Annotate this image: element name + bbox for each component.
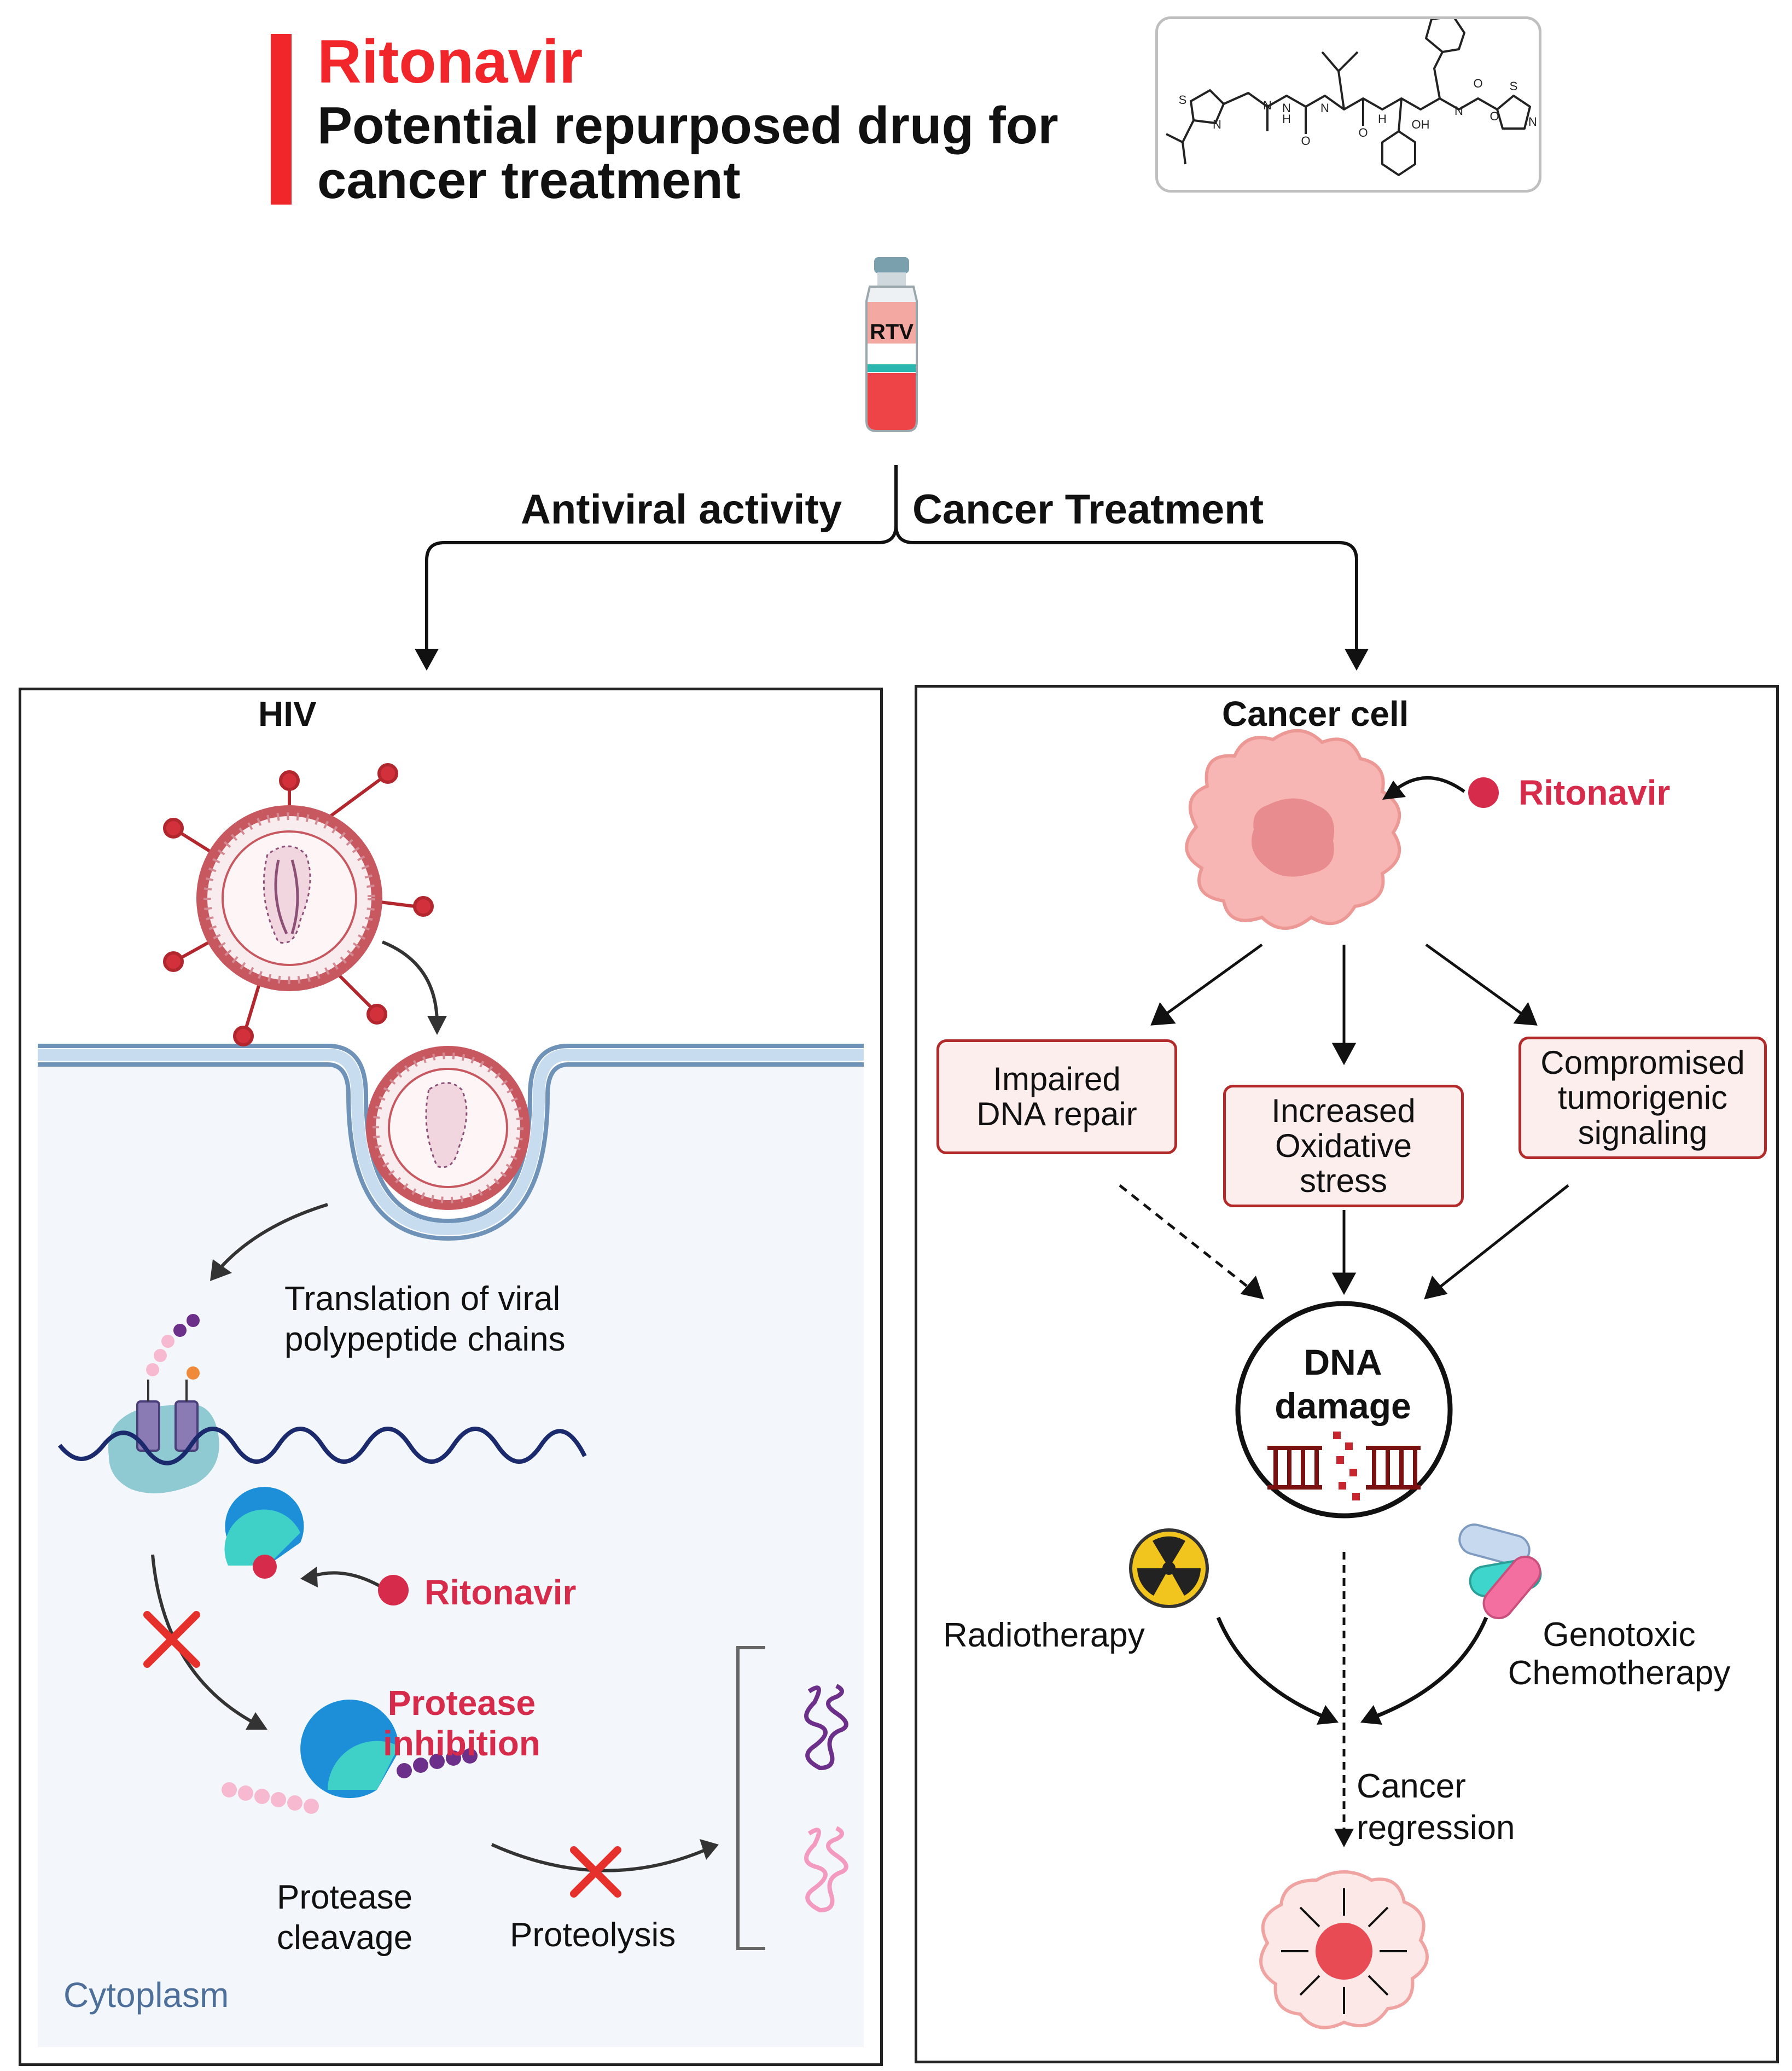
cancer-cell	[1185, 729, 1401, 930]
chemotherapy-pills-icon	[1458, 1523, 1542, 1620]
arrow-to-hiv	[415, 649, 439, 671]
cytoplasm-region	[38, 1062, 864, 2047]
inhibited-protease	[224, 1487, 304, 1579]
svg-text:O: O	[1473, 77, 1482, 90]
active-protease	[222, 1700, 478, 1814]
effect-box-oxidative-stress: Increased Oxidative stress	[1223, 1085, 1464, 1207]
internalized-virion	[366, 1046, 530, 1210]
svg-text:N: N	[1454, 104, 1463, 118]
svg-text:N: N	[1320, 101, 1329, 115]
chemotherapy-label: Genotoxic Chemotherapy	[1508, 1616, 1731, 1692]
svg-text:H: H	[1378, 112, 1387, 126]
subtitle-line-2: cancer treatment	[317, 151, 741, 210]
cancer-regression-label: Cancer regression	[1357, 1767, 1515, 1847]
vial-cap	[874, 257, 909, 274]
phenyl-ring-bottom	[1381, 130, 1416, 176]
arrow-to-cancer	[1345, 649, 1369, 671]
svg-text:N: N	[1263, 98, 1272, 112]
vial-label: RTV	[870, 320, 914, 344]
branch-label-cancer: Cancer Treatment	[912, 486, 1264, 533]
viral-protein-pink	[804, 1826, 848, 1913]
svg-text:N: N	[1528, 115, 1537, 129]
hiv-panel-title: HIV	[258, 694, 317, 734]
svg-text:S: S	[1510, 79, 1518, 93]
svg-text:O: O	[1358, 126, 1368, 139]
radiotherapy-label: Radiotherapy	[943, 1616, 1145, 1654]
cancer-ritonavir-molecule	[1468, 777, 1499, 808]
page-title: Ritonavir	[317, 27, 583, 96]
branch-label-antiviral: Antiviral activity	[521, 486, 842, 533]
chemical-structure-box: S N N N N O O H H OH N O O S N	[1155, 15, 1541, 193]
ribosome	[108, 1314, 219, 1493]
svg-text:N: N	[1213, 118, 1221, 131]
protease-cleavage-label: Protease cleavage	[277, 1878, 413, 1957]
block-x-2	[570, 1846, 621, 1898]
products-bracket	[736, 1646, 765, 1950]
viral-protein-purple	[804, 1684, 848, 1771]
svg-text:H: H	[1282, 112, 1291, 126]
radiation-icon	[1129, 1528, 1209, 1608]
cell-membrane	[38, 1049, 864, 1236]
cell-membrane-outer	[38, 1044, 864, 1224]
translation-arrow	[217, 1203, 328, 1271]
effect-box-dna-repair: Impaired DNA repair	[936, 1039, 1177, 1154]
cancer-illustration	[1119, 729, 1569, 2029]
dna-helix-icon	[1267, 1446, 1421, 1490]
branch-connector	[415, 465, 1369, 671]
shrinking-tumor	[1259, 1870, 1429, 2029]
cancer-ritonavir-label: Ritonavir	[1518, 773, 1671, 812]
thiazole-ring-right	[1496, 95, 1531, 130]
cytoplasm-label: Cytoplasm	[63, 1975, 229, 2015]
entry-arrow	[381, 940, 439, 1025]
cancer-panel-title: Cancer cell	[1222, 694, 1409, 734]
vial-liquid	[868, 373, 916, 430]
hiv-virion	[163, 763, 434, 1046]
cleavage-arrow	[151, 1554, 258, 1726]
protease-inhibition-label: Protease inhibition	[383, 1683, 540, 1763]
page-subtitle: Potential repurposed drug for cancer tre…	[317, 98, 1058, 208]
hiv-ritonavir-label: Ritonavir	[424, 1573, 577, 1612]
svg-text:OH: OH	[1412, 118, 1430, 131]
translation-label: Translation of viral polypeptide chains	[284, 1280, 566, 1358]
svg-text:N: N	[1282, 101, 1291, 115]
svg-text:O: O	[1490, 109, 1499, 123]
hiv-illustration	[38, 763, 864, 2047]
dna-damage-label: DNA damage	[1275, 1342, 1411, 1426]
mrna-strand	[57, 1427, 587, 1465]
svg-text:O: O	[1301, 134, 1310, 148]
svg-text:S: S	[1179, 93, 1187, 107]
drug-vial: RTV	[865, 257, 918, 432]
effect-box-tumorigenic-signaling: Compromised tumorigenic signaling	[1518, 1037, 1767, 1159]
subtitle-line-1: Potential repurposed drug for	[317, 96, 1058, 155]
title-accent-bar	[271, 34, 292, 205]
block-x-1	[143, 1611, 200, 1668]
thiazole-ring-left	[1190, 89, 1225, 124]
proteolysis-label: Proteolysis	[510, 1916, 676, 1954]
ritonavir-molecule	[378, 1575, 409, 1605]
